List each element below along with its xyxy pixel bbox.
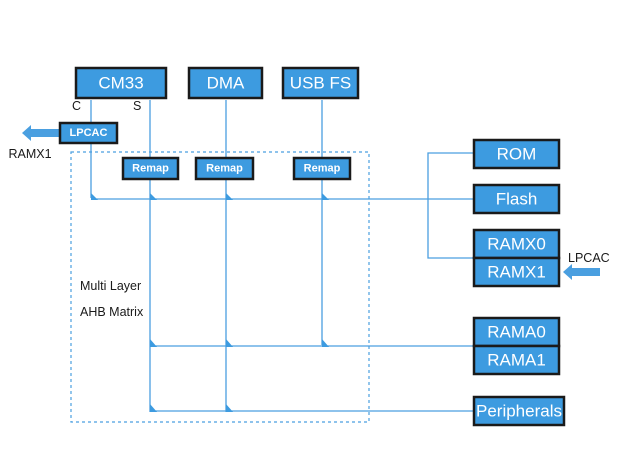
remap-dma-label: Remap xyxy=(206,163,243,175)
remap-usb-block: Remap xyxy=(292,156,352,181)
flash-label: Flash xyxy=(496,190,538,209)
lpcac-left-arrow xyxy=(22,125,60,141)
connection-marker xyxy=(226,404,233,412)
rom-label: ROM xyxy=(497,145,537,164)
connection-marker xyxy=(226,193,233,200)
ramx1-side-label: RAMX1 xyxy=(8,147,51,161)
connection-marker xyxy=(322,193,329,200)
remap-cm33-block: Remap xyxy=(121,156,180,181)
flash-block: Flash xyxy=(472,183,561,215)
rama1-block: RAMA1 xyxy=(472,344,561,376)
ramx1-label: RAMX1 xyxy=(487,263,546,282)
rama0-block: RAMA0 xyxy=(472,316,561,348)
ramx1-block: RAMX1 xyxy=(472,256,561,288)
ramx0-label: RAMX0 xyxy=(487,235,546,254)
ramx0-block: RAMX0 xyxy=(472,228,561,260)
usb-fs-block: USB FS xyxy=(281,66,360,100)
dma-block: DMA xyxy=(187,66,264,100)
connection-marker xyxy=(226,339,233,347)
matrix-boundary xyxy=(70,151,370,423)
remap-usb-label: Remap xyxy=(304,163,341,175)
peripherals-block: Peripherals xyxy=(472,395,566,427)
dma-label: DMA xyxy=(207,74,245,93)
rom-block: ROM xyxy=(472,138,561,170)
lpcac-left-block: LPCAC xyxy=(58,121,119,145)
matrix-label-line1: Multi Layer xyxy=(80,279,141,293)
rom-ramx-bracket xyxy=(427,152,474,259)
connection-marker xyxy=(150,193,157,200)
port-c-label: C xyxy=(72,99,81,113)
lpcac-left-label: LPCAC xyxy=(70,127,108,139)
matrix-label-line2: AHB Matrix xyxy=(80,305,144,319)
connection-marker xyxy=(322,339,329,347)
port-s-label: S xyxy=(133,99,141,113)
remap-dma-block: Remap xyxy=(194,156,255,181)
peripherals-label: Peripherals xyxy=(476,402,562,421)
lpcac-right-arrow xyxy=(563,264,600,280)
connection-marker xyxy=(150,404,157,412)
rama0-label: RAMA0 xyxy=(487,323,546,342)
rama1-label: RAMA1 xyxy=(487,351,546,370)
usb-fs-label: USB FS xyxy=(290,74,351,93)
cm33-label: CM33 xyxy=(98,74,143,93)
lpcac-right-label: LPCAC xyxy=(568,251,610,265)
connection-marker xyxy=(150,339,157,347)
cm33-block: CM33 xyxy=(74,66,168,100)
remap-cm33-label: Remap xyxy=(132,163,169,175)
connection-marker xyxy=(91,193,98,200)
